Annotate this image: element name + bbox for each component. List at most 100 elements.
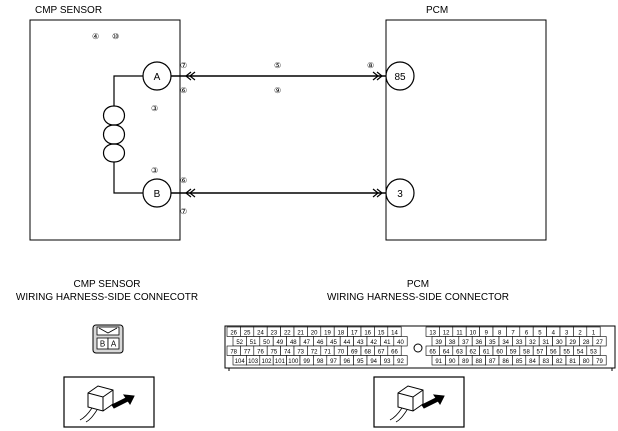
- pcm-pin-label: 1: [592, 330, 596, 336]
- wire-upper-note-mid-top: ⑤: [274, 61, 281, 70]
- pcm-pin-label: 51: [250, 340, 257, 346]
- pcm-pin-label: 47: [303, 340, 310, 346]
- pcm-pin-label: 81: [569, 359, 576, 365]
- pcm-pin-label: 45: [330, 340, 337, 346]
- pcm-pin-label: 101: [275, 359, 286, 365]
- pcm-pin-label: 61: [483, 349, 490, 355]
- pcm-pin-label: 82: [556, 359, 563, 365]
- pcm-pin-label: 9: [485, 330, 489, 336]
- sensor-note-10: ⑩: [112, 32, 119, 41]
- viewing-direction-icon: [373, 376, 465, 428]
- pcm-pin-label: 26: [230, 330, 237, 336]
- pcm-pin-label: 6: [525, 330, 529, 336]
- coil-note-bottom: ③: [151, 166, 158, 175]
- cmp-sensor-title: CMP SENSOR: [35, 5, 102, 16]
- pcm-pin-label: 86: [502, 359, 509, 365]
- pcm-pin-label: 54: [577, 349, 584, 355]
- connector-chevron-icon: [185, 71, 383, 198]
- sensor-connector-title-1: CMP SENSOR: [73, 279, 140, 290]
- pcm-pin-label: 92: [397, 359, 404, 365]
- pcm-pin-label: 75: [271, 349, 278, 355]
- pcm-pin-label: 25: [244, 330, 251, 336]
- pcm-pin-label: 30: [556, 340, 563, 346]
- terminal-85-label: 85: [394, 72, 406, 83]
- pcm-pin-label: 15: [378, 330, 385, 336]
- pcm-pin-label: 73: [297, 349, 304, 355]
- sensor-pin-b: B: [100, 340, 105, 349]
- pcm-pin-label: 83: [543, 359, 550, 365]
- coil-wire-bottom: [113, 162, 143, 194]
- pcm-pin-label: 12: [443, 330, 450, 336]
- cmp-sensor-box: [29, 19, 181, 241]
- pcm-pin-label: 67: [378, 349, 385, 355]
- pcm-pin-label: 91: [435, 359, 442, 365]
- pcm-pin-label: 19: [324, 330, 331, 336]
- sensor-pin-a: A: [111, 340, 117, 349]
- pcm-pin-label: 2: [578, 330, 582, 336]
- pcm-pin-label: 87: [489, 359, 496, 365]
- pcm-pin-label: 34: [502, 340, 509, 346]
- terminal-b-label: B: [154, 189, 161, 200]
- pcm-pin-label: 22: [284, 330, 291, 336]
- pcm-pin-label: 79: [596, 359, 603, 365]
- pcm-pin-label: 41: [384, 340, 391, 346]
- pcm-pin-label: 16: [364, 330, 371, 336]
- pcm-pin-label: 93: [384, 359, 391, 365]
- pcm-pin-label: 97: [330, 359, 337, 365]
- wire-upper-note-bottom: ⑥: [180, 86, 187, 95]
- pcm-pin-label: 52: [236, 340, 243, 346]
- pcm-pin-label: 76: [257, 349, 264, 355]
- terminal-a-label: A: [154, 72, 161, 83]
- pcm-pin-label: 102: [261, 359, 272, 365]
- pcm-pin-label: 56: [550, 349, 557, 355]
- pcm-pin-label: 14: [391, 330, 398, 336]
- wire-lower-note-top: ⑥: [180, 176, 187, 185]
- pcm-pin-label: 44: [344, 340, 351, 346]
- pcm-pin-label: 58: [523, 349, 530, 355]
- pcm-pin-label: 23: [271, 330, 278, 336]
- pcm-pin-label: 103: [248, 359, 259, 365]
- pcm-pin-label: 89: [462, 359, 469, 365]
- pcm-pin-label: 88: [476, 359, 483, 365]
- pcm-pin-label: 74: [284, 349, 291, 355]
- pcm-pin-label: 3: [565, 330, 569, 336]
- pcm-pin-label: 48: [290, 340, 297, 346]
- pcm-pin-label: 68: [364, 349, 371, 355]
- sensor-connector-title-2: WIRING HARNESS-SIDE CONNECOTR: [16, 292, 198, 303]
- pcm-pin-label: 18: [338, 330, 345, 336]
- pcm-pin-cell: [393, 355, 408, 366]
- pcm-title: PCM: [426, 5, 448, 16]
- pcm-connector-key: [413, 343, 423, 353]
- pcm-pin-label: 5: [538, 330, 542, 336]
- pcm-pin-label: 28: [583, 340, 590, 346]
- terminal-3-label: 3: [397, 189, 403, 200]
- pcm-pin-label: 59: [510, 349, 517, 355]
- pcm-pin-label: 7: [511, 330, 515, 336]
- pcm-pin-label: 100: [288, 359, 299, 365]
- pcm-pin-label: 17: [351, 330, 358, 336]
- pcm-pin-label: 94: [370, 359, 377, 365]
- pcm-pin-label: 20: [311, 330, 318, 336]
- pcm-pin-label: 24: [257, 330, 264, 336]
- pcm-pin-label: 95: [357, 359, 364, 365]
- pcm-pin-label: 31: [543, 340, 550, 346]
- sensor-connector-icon: [92, 324, 124, 354]
- pcm-pin-label: 10: [470, 330, 477, 336]
- pcm-pin-label: 21: [297, 330, 304, 336]
- pcm-pin-label: 98: [317, 359, 324, 365]
- pcm-pin-label: 104: [235, 359, 246, 365]
- pcm-pin-label: 8: [498, 330, 502, 336]
- pcm-pin-label: 11: [456, 330, 463, 336]
- pcm-pin-label: 40: [397, 340, 404, 346]
- pcm-pin-label: 43: [357, 340, 364, 346]
- pcm-pin-label: 77: [244, 349, 251, 355]
- pcm-pin-label: 62: [470, 349, 477, 355]
- pcm-box: [385, 19, 547, 241]
- pcm-pin-label: 27: [596, 340, 603, 346]
- pcm-pin-label: 35: [489, 340, 496, 346]
- pcm-pin-label: 84: [529, 359, 536, 365]
- pcm-connector-title-1: PCM: [407, 279, 429, 290]
- coil-note-top: ③: [151, 104, 158, 113]
- pcm-pin-label: 55: [563, 349, 570, 355]
